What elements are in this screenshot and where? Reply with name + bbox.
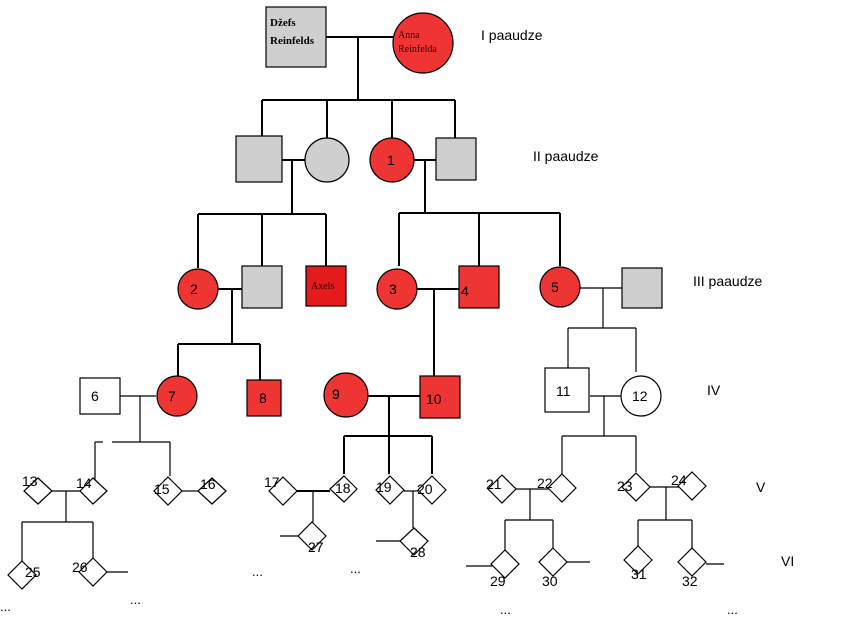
person-14: 14 <box>76 475 108 505</box>
svg-text:Reinfelda: Reinfelda <box>398 44 437 55</box>
person-gen3-grey-male-a <box>241 265 283 309</box>
person-17: 17 <box>264 474 298 506</box>
svg-text:17: 17 <box>264 474 280 490</box>
svg-text:7: 7 <box>168 388 176 404</box>
svg-text:32: 32 <box>682 573 698 589</box>
svg-text:19: 19 <box>376 479 392 495</box>
person-3: 3 <box>376 268 418 310</box>
person-8: 8 <box>246 379 282 417</box>
svg-text:31: 31 <box>631 566 647 582</box>
svg-text:23: 23 <box>617 478 633 494</box>
person-9: 9 <box>323 372 369 418</box>
person-23: 23 <box>617 472 651 502</box>
person-18: 18 <box>329 475 358 503</box>
svg-text:1: 1 <box>387 152 395 168</box>
connector-lines <box>21 36 724 573</box>
svg-text:21: 21 <box>486 476 502 492</box>
svg-text:13: 13 <box>22 473 38 489</box>
person-gen2-grey-female <box>304 137 350 183</box>
svg-text:16: 16 <box>200 476 216 492</box>
person-28: 28 <box>399 527 429 560</box>
generation-label-6: VI <box>781 553 794 569</box>
svg-text:9: 9 <box>332 386 340 402</box>
person-2: 2 <box>177 268 219 310</box>
person-26: 26 <box>72 557 108 587</box>
svg-text:Reinfelds: Reinfelds <box>270 35 315 47</box>
person-6: 6 <box>79 377 121 415</box>
generation-label-1: I paaudze <box>481 27 543 43</box>
svg-text:20: 20 <box>417 481 433 497</box>
generation-label-3: III paaudze <box>693 273 762 289</box>
person-5: 5 <box>539 266 581 308</box>
founder-dzefs: Džefs Reinfelds <box>265 6 327 68</box>
svg-text:27: 27 <box>308 539 324 555</box>
person-10: 10 <box>419 375 461 419</box>
founder-anna: Anna Reinfelda <box>392 12 454 74</box>
person-7: 7 <box>156 375 198 417</box>
svg-text:22: 22 <box>537 475 553 491</box>
ellipsis-marker: ... <box>0 599 11 614</box>
person-12: 12 <box>620 375 662 417</box>
ellipsis-marker: ... <box>727 602 738 617</box>
svg-text:18: 18 <box>335 480 351 496</box>
svg-text:Axels: Axels <box>311 281 334 292</box>
person-4: 4 <box>458 265 500 309</box>
svg-text:6: 6 <box>91 388 99 404</box>
person-32: 32 <box>677 547 707 589</box>
person-15: 15 <box>153 476 183 506</box>
svg-text:8: 8 <box>259 390 267 406</box>
person-22: 22 <box>537 473 577 503</box>
svg-text:2: 2 <box>190 281 198 297</box>
svg-text:10: 10 <box>426 391 442 407</box>
svg-text:25: 25 <box>25 564 41 580</box>
generation-label-5: V <box>756 479 766 495</box>
person-19: 19 <box>375 475 405 505</box>
svg-text:5: 5 <box>551 279 559 295</box>
svg-text:Anna: Anna <box>398 30 420 41</box>
person-gen2-grey-male-a <box>235 135 283 183</box>
svg-text:15: 15 <box>154 481 170 497</box>
person-13: 13 <box>22 473 53 505</box>
svg-text:24: 24 <box>671 472 687 488</box>
svg-text:Džefs: Džefs <box>270 17 296 29</box>
person-24: 24 <box>671 471 707 501</box>
person-16: 16 <box>197 476 227 505</box>
person-axels: Axels <box>305 265 347 307</box>
svg-text:29: 29 <box>490 573 506 589</box>
person-21: 21 <box>486 474 517 504</box>
person-31: 31 <box>623 545 653 582</box>
svg-text:30: 30 <box>542 573 558 589</box>
person-11: 11 <box>544 367 590 413</box>
generation-label-4: IV <box>707 382 721 398</box>
svg-text:12: 12 <box>632 388 648 404</box>
person-1: 1 <box>369 137 415 183</box>
person-gen3-grey-male-b <box>621 267 663 309</box>
ellipsis-marker: ... <box>252 564 263 579</box>
svg-text:14: 14 <box>76 475 92 491</box>
svg-text:4: 4 <box>461 283 469 299</box>
person-gen2-grey-male-b <box>435 137 477 181</box>
svg-text:28: 28 <box>410 544 426 560</box>
person-27: 27 <box>297 521 327 555</box>
person-30: 30 <box>538 547 568 589</box>
svg-text:11: 11 <box>556 383 571 399</box>
person-29: 29 <box>490 549 520 589</box>
svg-text:26: 26 <box>72 559 88 575</box>
ellipsis-marker: ... <box>130 592 141 607</box>
generation-label-2: II paaudze <box>533 148 599 164</box>
person-25: 25 <box>7 560 41 590</box>
ellipsis-marker: ... <box>350 561 361 576</box>
svg-text:3: 3 <box>389 281 397 297</box>
person-20: 20 <box>417 475 447 505</box>
ellipsis-marker: ... <box>500 602 511 617</box>
